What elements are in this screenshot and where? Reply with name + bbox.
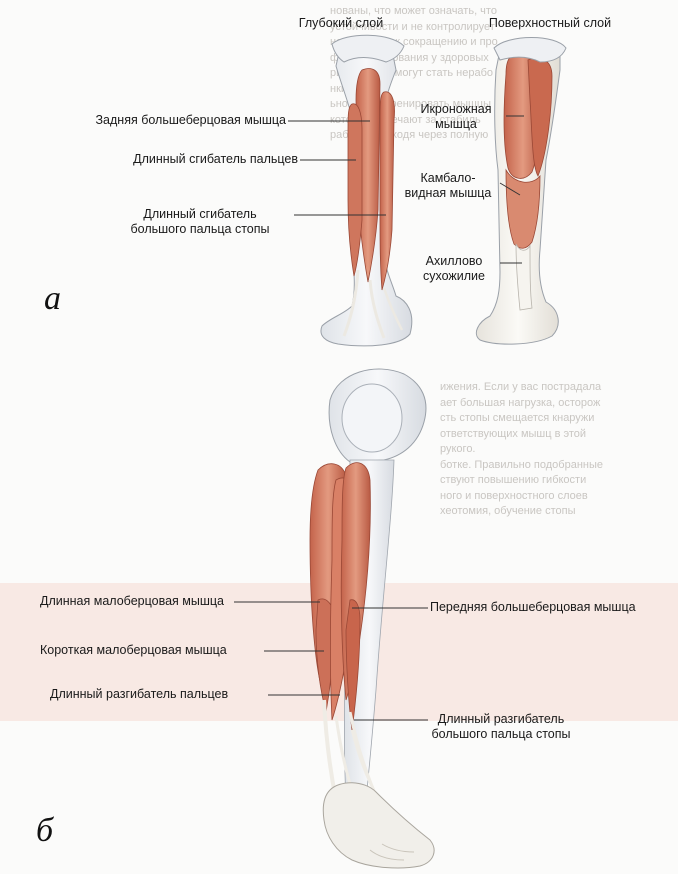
label-extensor-digitorum-longus: Длинный разгибатель пальцев [50,687,228,702]
label-flexor-hallucis-longus: Длинный сгибатель большого пальца стопы [108,207,292,237]
label-achilles-tendon: Ахиллово сухожилие [410,254,498,284]
label-gastrocnemius: Икроножная мышца [408,102,504,132]
label-line: видная мышца [398,186,498,201]
label-line: Длинный сгибатель [108,207,292,222]
label-line: Ахиллово [410,254,498,269]
label-soleus: Камбало- видная мышца [398,171,498,201]
label-line: большого пальца стопы [108,222,292,237]
label-line: Камбало- [398,171,498,186]
label-line: Длинный разгибатель [426,712,576,727]
figure-label-b: б [36,812,53,850]
label-peroneus-longus: Длинная малоберцовая мышца [40,594,224,609]
label-line: мышца [408,117,504,132]
column-label-deep-layer: Глубокий слой [286,16,396,31]
label-tibialis-posterior: Задняя большеберцовая мышца [40,113,286,128]
label-tibialis-anterior: Передняя большеберцовая мышца [430,600,636,615]
column-label-superficial-layer: Поверхностный слой [480,16,620,31]
figure-label-a: а [44,280,61,318]
label-flexor-digitorum-longus: Длинный сгибатель пальцев [60,152,298,167]
label-line: сухожилие [410,269,498,284]
label-line: Икроножная [408,102,504,117]
label-extensor-hallucis-longus: Длинный разгибатель большого пальца стоп… [426,712,576,742]
anterior-leg [310,369,434,868]
label-peroneus-brevis: Короткая малоберцовая мышца [40,643,227,658]
label-line: большого пальца стопы [426,727,576,742]
